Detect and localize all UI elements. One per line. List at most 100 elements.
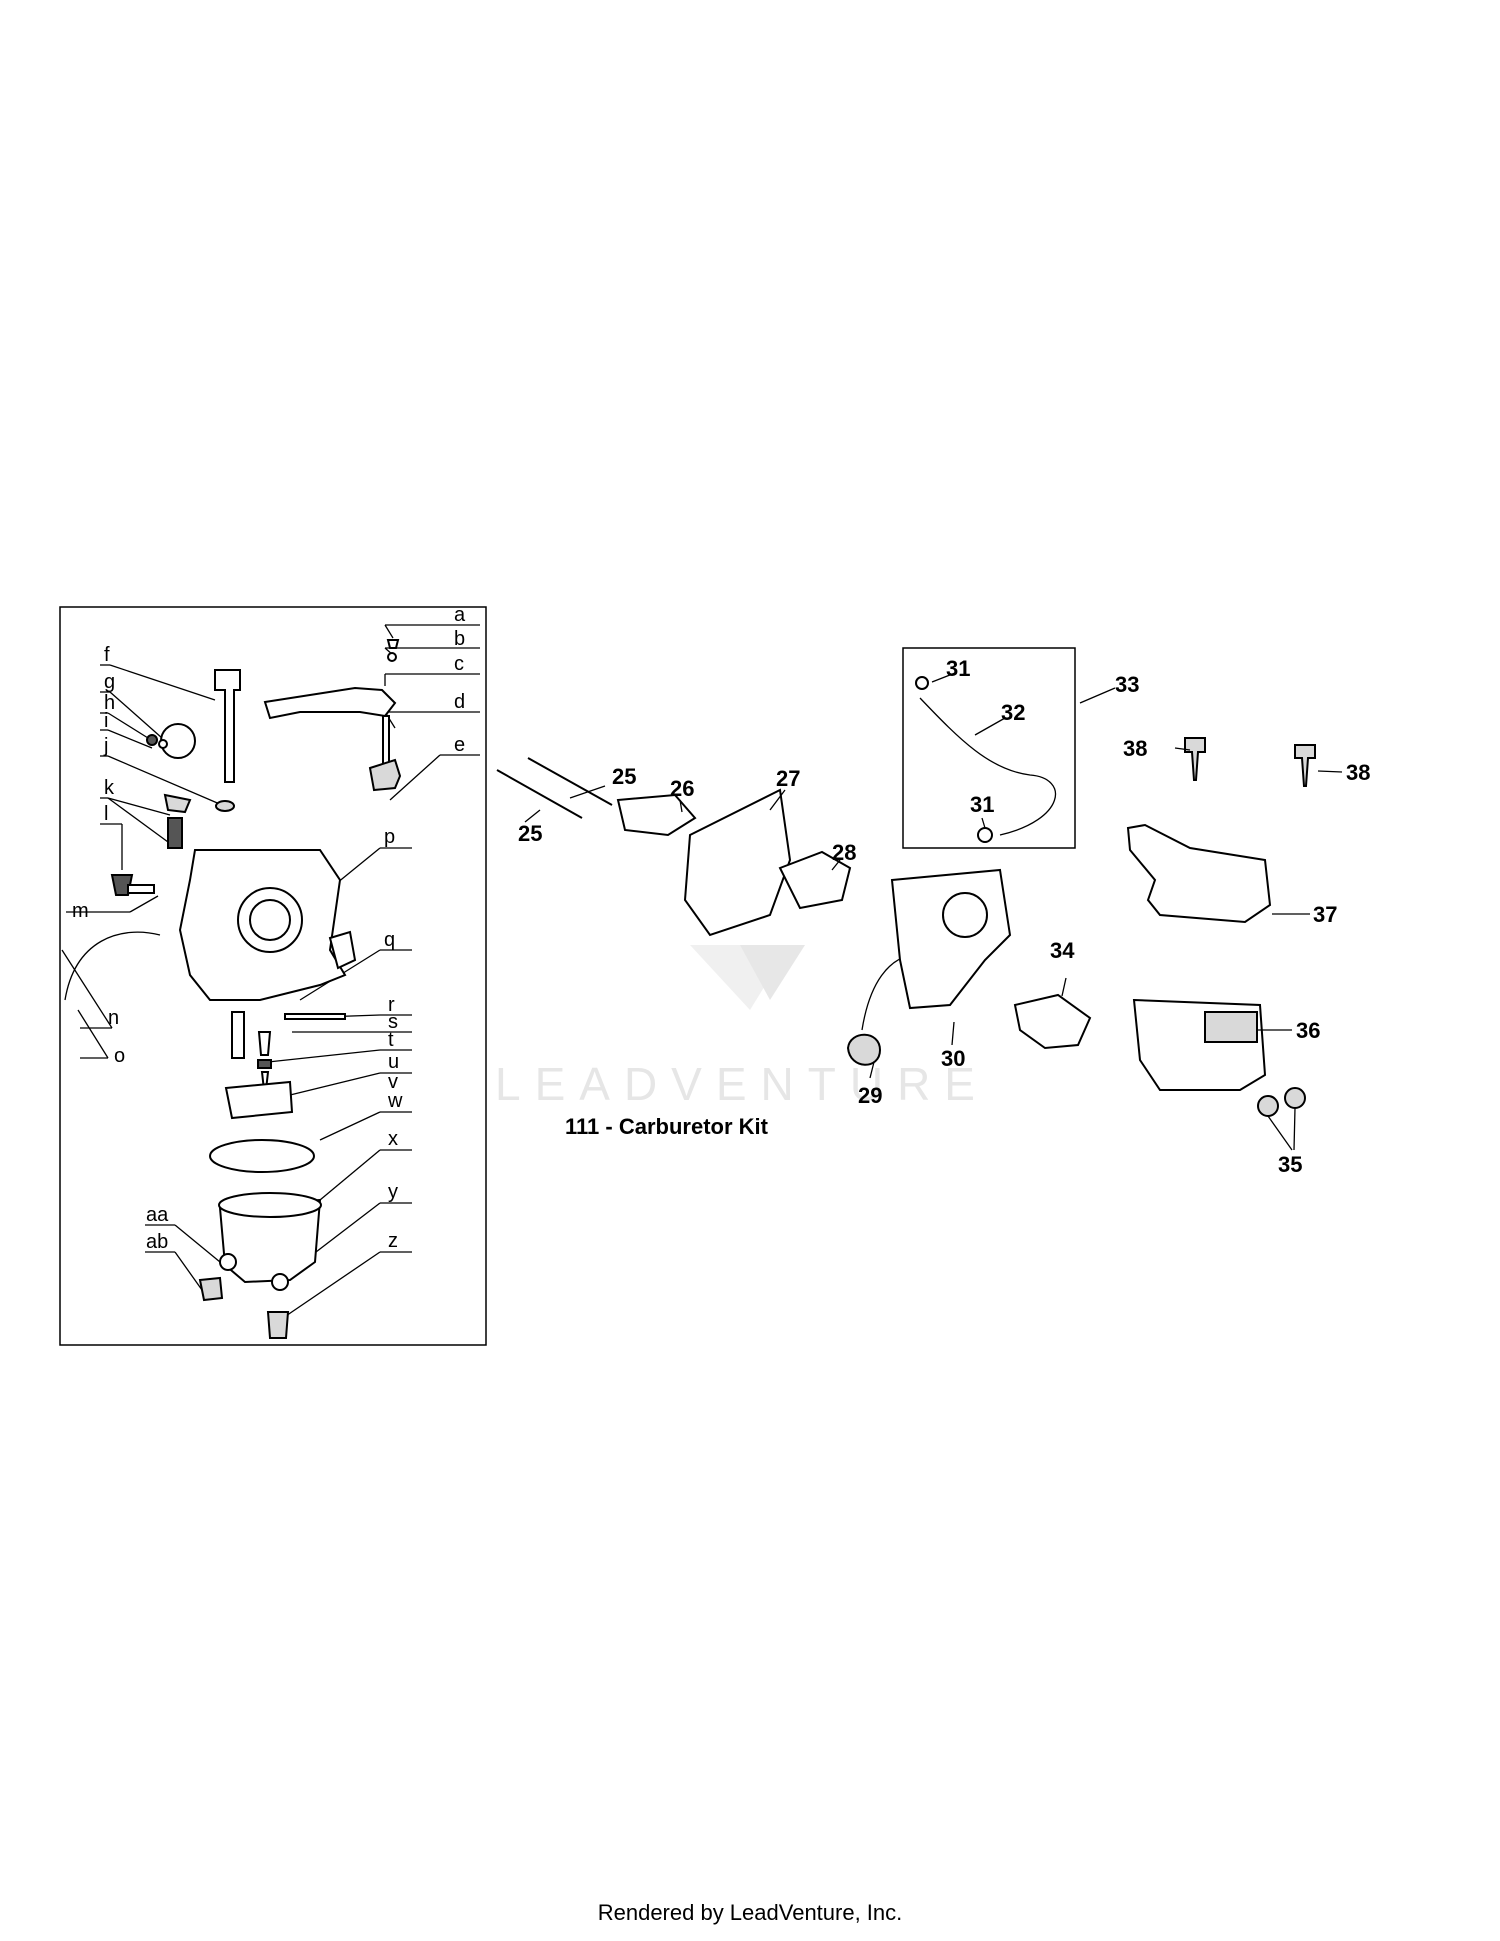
kit-label-g: g	[104, 671, 115, 693]
screw-38-left	[1184, 737, 1206, 781]
nut-35-right	[1284, 1087, 1306, 1109]
kit-label-b: b	[454, 628, 465, 650]
kit-label-e: e	[454, 734, 465, 756]
screw-h	[146, 734, 158, 746]
watermark: LEADVENTURE	[495, 945, 989, 1110]
part-label-25-lower: 25	[518, 821, 542, 846]
assembly-labels: 25 25 26 27 28 29 30 31 32 31 33 34 35 3…	[518, 656, 1370, 1177]
kit-label-c: c	[454, 653, 464, 675]
assembly-leader-lines	[524, 672, 1343, 1151]
kit-label-l: l	[104, 803, 108, 825]
kit-labels: a b c d e f g h i j k l m n o p q r s t …	[72, 604, 466, 1253]
part-label-32: 32	[1001, 700, 1025, 725]
part-label-38-right: 38	[1346, 760, 1370, 785]
spring-m	[127, 884, 155, 894]
spring-i	[158, 739, 168, 749]
screw-a	[386, 639, 400, 649]
part-label-25-upper: 25	[612, 764, 636, 789]
kit-parts	[64, 639, 402, 1339]
kit-label-r: r	[388, 994, 395, 1016]
carburetor-bore-inner-p	[249, 899, 291, 941]
bracket-k	[163, 793, 192, 814]
pin-q	[284, 1013, 346, 1020]
carburetor-30-bore	[942, 892, 988, 938]
part-label-37: 37	[1313, 902, 1337, 927]
watermark-text: LEADVENTURE	[495, 1058, 989, 1110]
float-bowl-rim-x	[218, 1192, 322, 1218]
part-label-38-left: 38	[1123, 736, 1147, 761]
kit-label-d: d	[454, 691, 465, 713]
kit-label-w: w	[387, 1090, 403, 1112]
assembly-parts	[496, 737, 1316, 1117]
part-label-28: 28	[832, 840, 856, 865]
washer-aa	[219, 1253, 237, 1271]
float-v	[224, 1080, 294, 1120]
fuel-line-32	[919, 697, 1056, 836]
air-filter-cover-37	[1126, 823, 1272, 924]
part-label-27: 27	[776, 766, 800, 791]
clamp-31-bottom	[977, 827, 993, 843]
watermark-logo-icon	[690, 945, 805, 1010]
carburetor-30	[890, 868, 1012, 1010]
kit-label-p: p	[384, 826, 395, 848]
kit-label-a: a	[454, 604, 466, 626]
needle-s	[257, 1031, 272, 1056]
bolt-z	[266, 1311, 290, 1339]
footer-credit: Rendered by LeadVenture, Inc.	[597, 1900, 903, 1925]
carburetor-kit-box	[59, 606, 487, 1346]
air-filter-base-36-port	[1204, 1011, 1258, 1043]
part-label-35: 35	[1278, 1152, 1302, 1177]
part-label-31-bottom: 31	[970, 792, 994, 817]
kit-label-v: v	[388, 1071, 398, 1093]
stud-25-upper	[527, 757, 613, 806]
kit-label-x: x	[388, 1128, 398, 1150]
nut-35-left	[1257, 1095, 1279, 1117]
screw-38-right	[1294, 744, 1316, 787]
washer-y	[271, 1273, 289, 1291]
kit-label-s: s	[388, 1011, 398, 1033]
fuel-line-box	[902, 647, 1076, 849]
kit-label-m: m	[72, 900, 89, 922]
kit-title: 111 - Carburetor Kit	[565, 1114, 769, 1139]
kit-label-u: u	[388, 1051, 399, 1073]
main-jet-r	[231, 1011, 245, 1059]
primer-bulb-29	[846, 1033, 882, 1066]
part-label-29: 29	[858, 1083, 882, 1108]
throttle-lever	[263, 686, 397, 720]
kit-label-t: t	[388, 1029, 394, 1051]
plug-ab	[198, 1276, 224, 1302]
gasket-28	[778, 850, 852, 910]
kit-label-j: j	[103, 735, 108, 757]
seal-j	[215, 800, 235, 812]
kit-label-f: f	[104, 644, 110, 666]
kit-label-y: y	[388, 1181, 398, 1203]
throttle-plate-e	[368, 758, 402, 792]
kit-label-i: i	[104, 710, 108, 732]
kit-label-aa: aa	[146, 1204, 169, 1226]
kit-label-q: q	[384, 929, 395, 951]
gasket-26	[616, 793, 697, 837]
part-label-33: 33	[1115, 672, 1139, 697]
kit-label-k: k	[104, 777, 115, 799]
heat-shield-27	[683, 788, 792, 937]
kit-label-n: n	[108, 1007, 119, 1029]
stud-25-lower	[496, 769, 583, 819]
kit-label-o: o	[114, 1045, 125, 1067]
kit-label-h: h	[104, 692, 115, 714]
kit-label-ab: ab	[146, 1231, 168, 1253]
kit-label-z: z	[388, 1230, 398, 1252]
idle-jet-l	[167, 817, 183, 849]
drain-tube-n	[64, 931, 161, 1001]
part-label-34: 34	[1050, 938, 1075, 963]
part-label-31-top: 31	[946, 656, 970, 681]
fuel-inlet-p	[328, 930, 357, 970]
choke-shaft-f	[214, 669, 241, 783]
clamp-31-top	[915, 676, 929, 690]
gasket-w	[209, 1139, 315, 1173]
clip-t	[257, 1059, 272, 1069]
part-label-36: 36	[1296, 1018, 1320, 1043]
washer-b	[387, 652, 397, 662]
throttle-shaft-d	[382, 715, 390, 767]
gasket-34	[1013, 993, 1092, 1050]
